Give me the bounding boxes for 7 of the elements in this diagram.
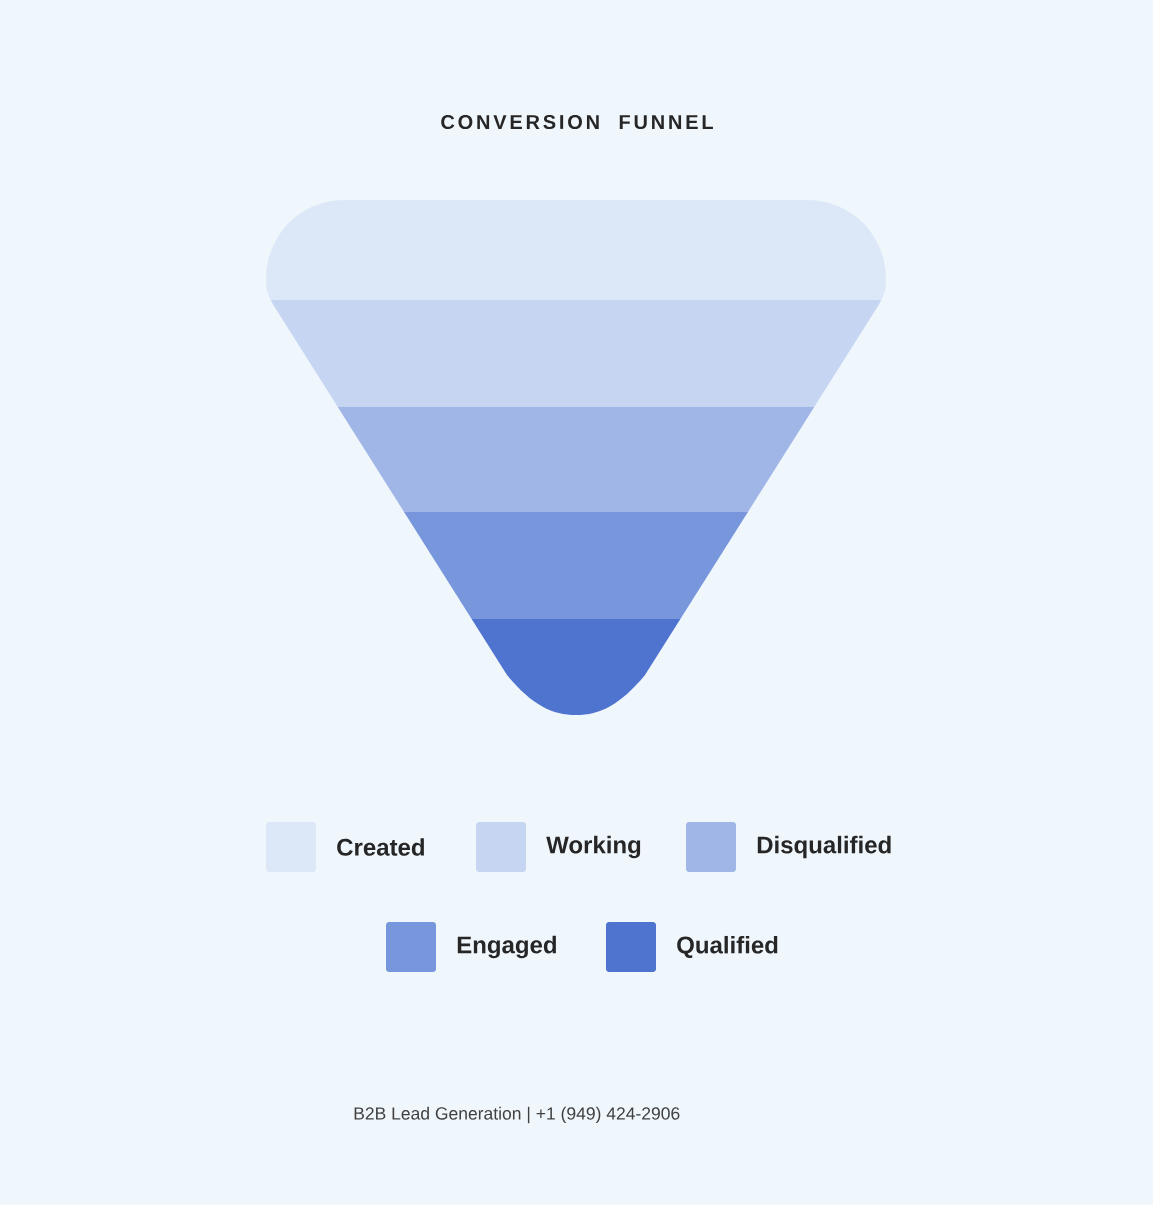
legend-label: Created: [337, 838, 424, 856]
legend-label: Working: [546, 835, 641, 859]
legend-label: Engaged: [457, 935, 556, 959]
footer-text: B2B Lead Generation | +1 (949) 424-2906: [354, 1106, 680, 1124]
legend-label: Disqualified: [757, 835, 891, 859]
legend-label: Qualified: [677, 935, 778, 959]
title: CONVERSION FUNNEL: [441, 114, 713, 130]
